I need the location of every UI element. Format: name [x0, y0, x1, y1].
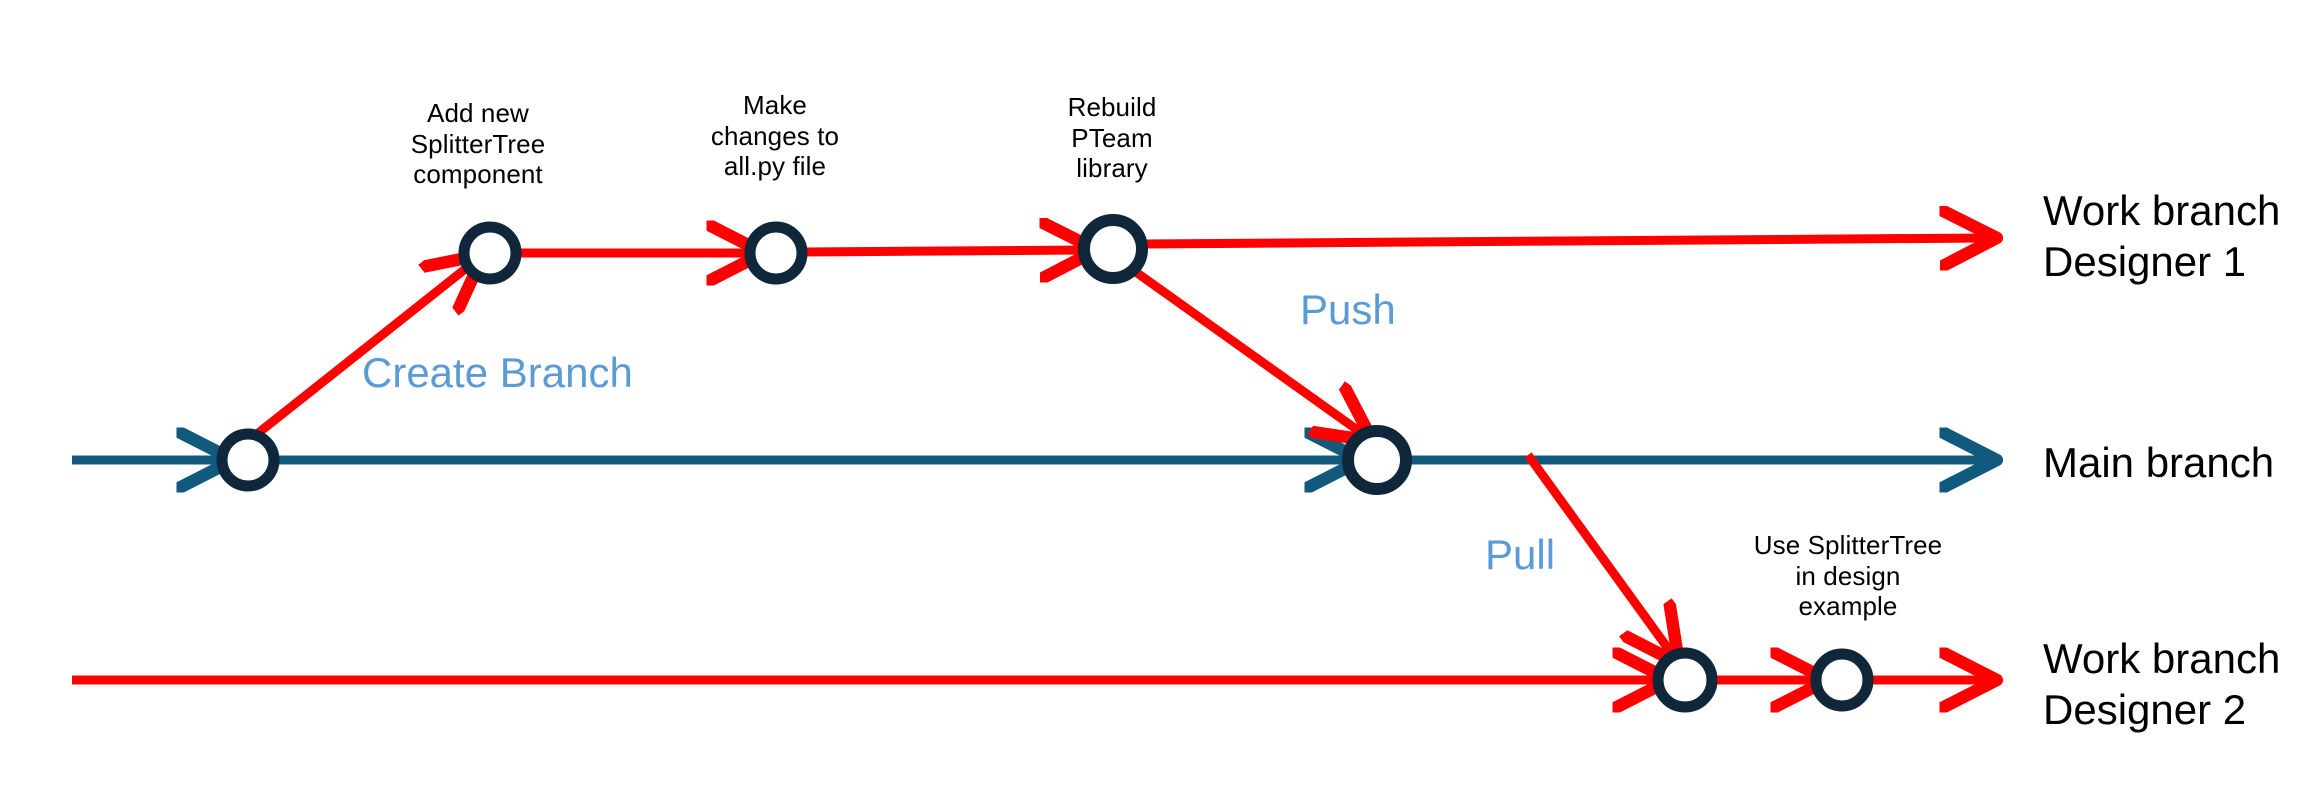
node-main-merge[interactable]: [1342, 425, 1412, 495]
node-work1-add-component[interactable]: [458, 221, 522, 285]
node-work2-use-component[interactable]: [1810, 648, 1874, 712]
push-arrow: [1130, 266, 1363, 434]
node-work1-rebuild-library[interactable]: [1078, 214, 1148, 284]
node-main-start[interactable]: [216, 428, 280, 492]
work-branch-1-line-group: [249, 238, 1985, 442]
pull-arrow: [1524, 452, 1672, 654]
work1-segment-3: [1140, 238, 1985, 244]
commit-nodes-group: [216, 214, 1874, 713]
work1-segment-2: [802, 250, 1085, 252]
create-branch-arrow: [249, 262, 474, 442]
node-work2-pull[interactable]: [1652, 647, 1718, 713]
work-branch-2-line-group: [72, 452, 1985, 680]
node-work1-make-changes[interactable]: [744, 221, 808, 285]
